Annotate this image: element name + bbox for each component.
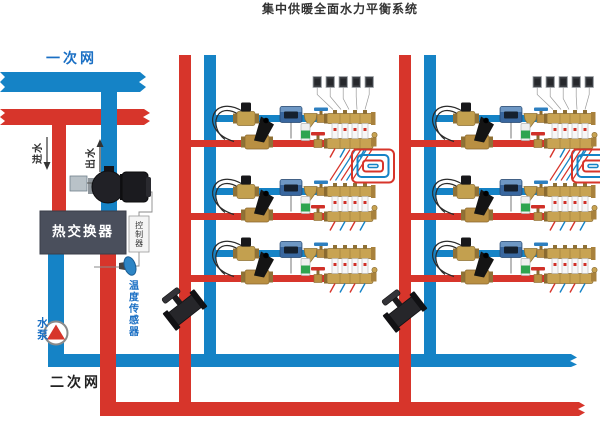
- primary-pump: [69, 166, 151, 204]
- water-pump-label: 水泵: [35, 317, 49, 341]
- controller-label: 控制器: [134, 220, 144, 248]
- supply-riser-left: [179, 55, 191, 410]
- secondary-supply-pipe: [100, 253, 585, 416]
- diagram-title: 集中供暖全面水力平衡系统: [261, 2, 419, 16]
- primary-return-pipe: [0, 72, 146, 92]
- heat-exchanger-box: [39, 210, 127, 255]
- outlet-label: 出水: [86, 147, 97, 169]
- temperature-sensor-probe: [119, 256, 137, 276]
- primary-inlet-drop-pipe: [52, 125, 66, 213]
- return-riser-right: [424, 55, 436, 360]
- outlet-flow-arrow: [96, 139, 104, 172]
- inlet-flow-arrow: [43, 137, 51, 170]
- primary-network-label: 一次网: [46, 51, 97, 67]
- temperature-sensor-label: 温度传感器: [126, 280, 138, 338]
- inlet-label: 进水: [33, 142, 44, 164]
- primary-supply-pipe: [0, 109, 150, 125]
- supply-riser-right: [399, 55, 411, 410]
- controller-box: [128, 215, 150, 253]
- return-riser-left: [204, 55, 216, 360]
- heat-exchanger-label: 热交换器: [52, 223, 114, 240]
- secondary-pump: [43, 320, 69, 346]
- secondary-network-label: 二次网: [50, 375, 101, 391]
